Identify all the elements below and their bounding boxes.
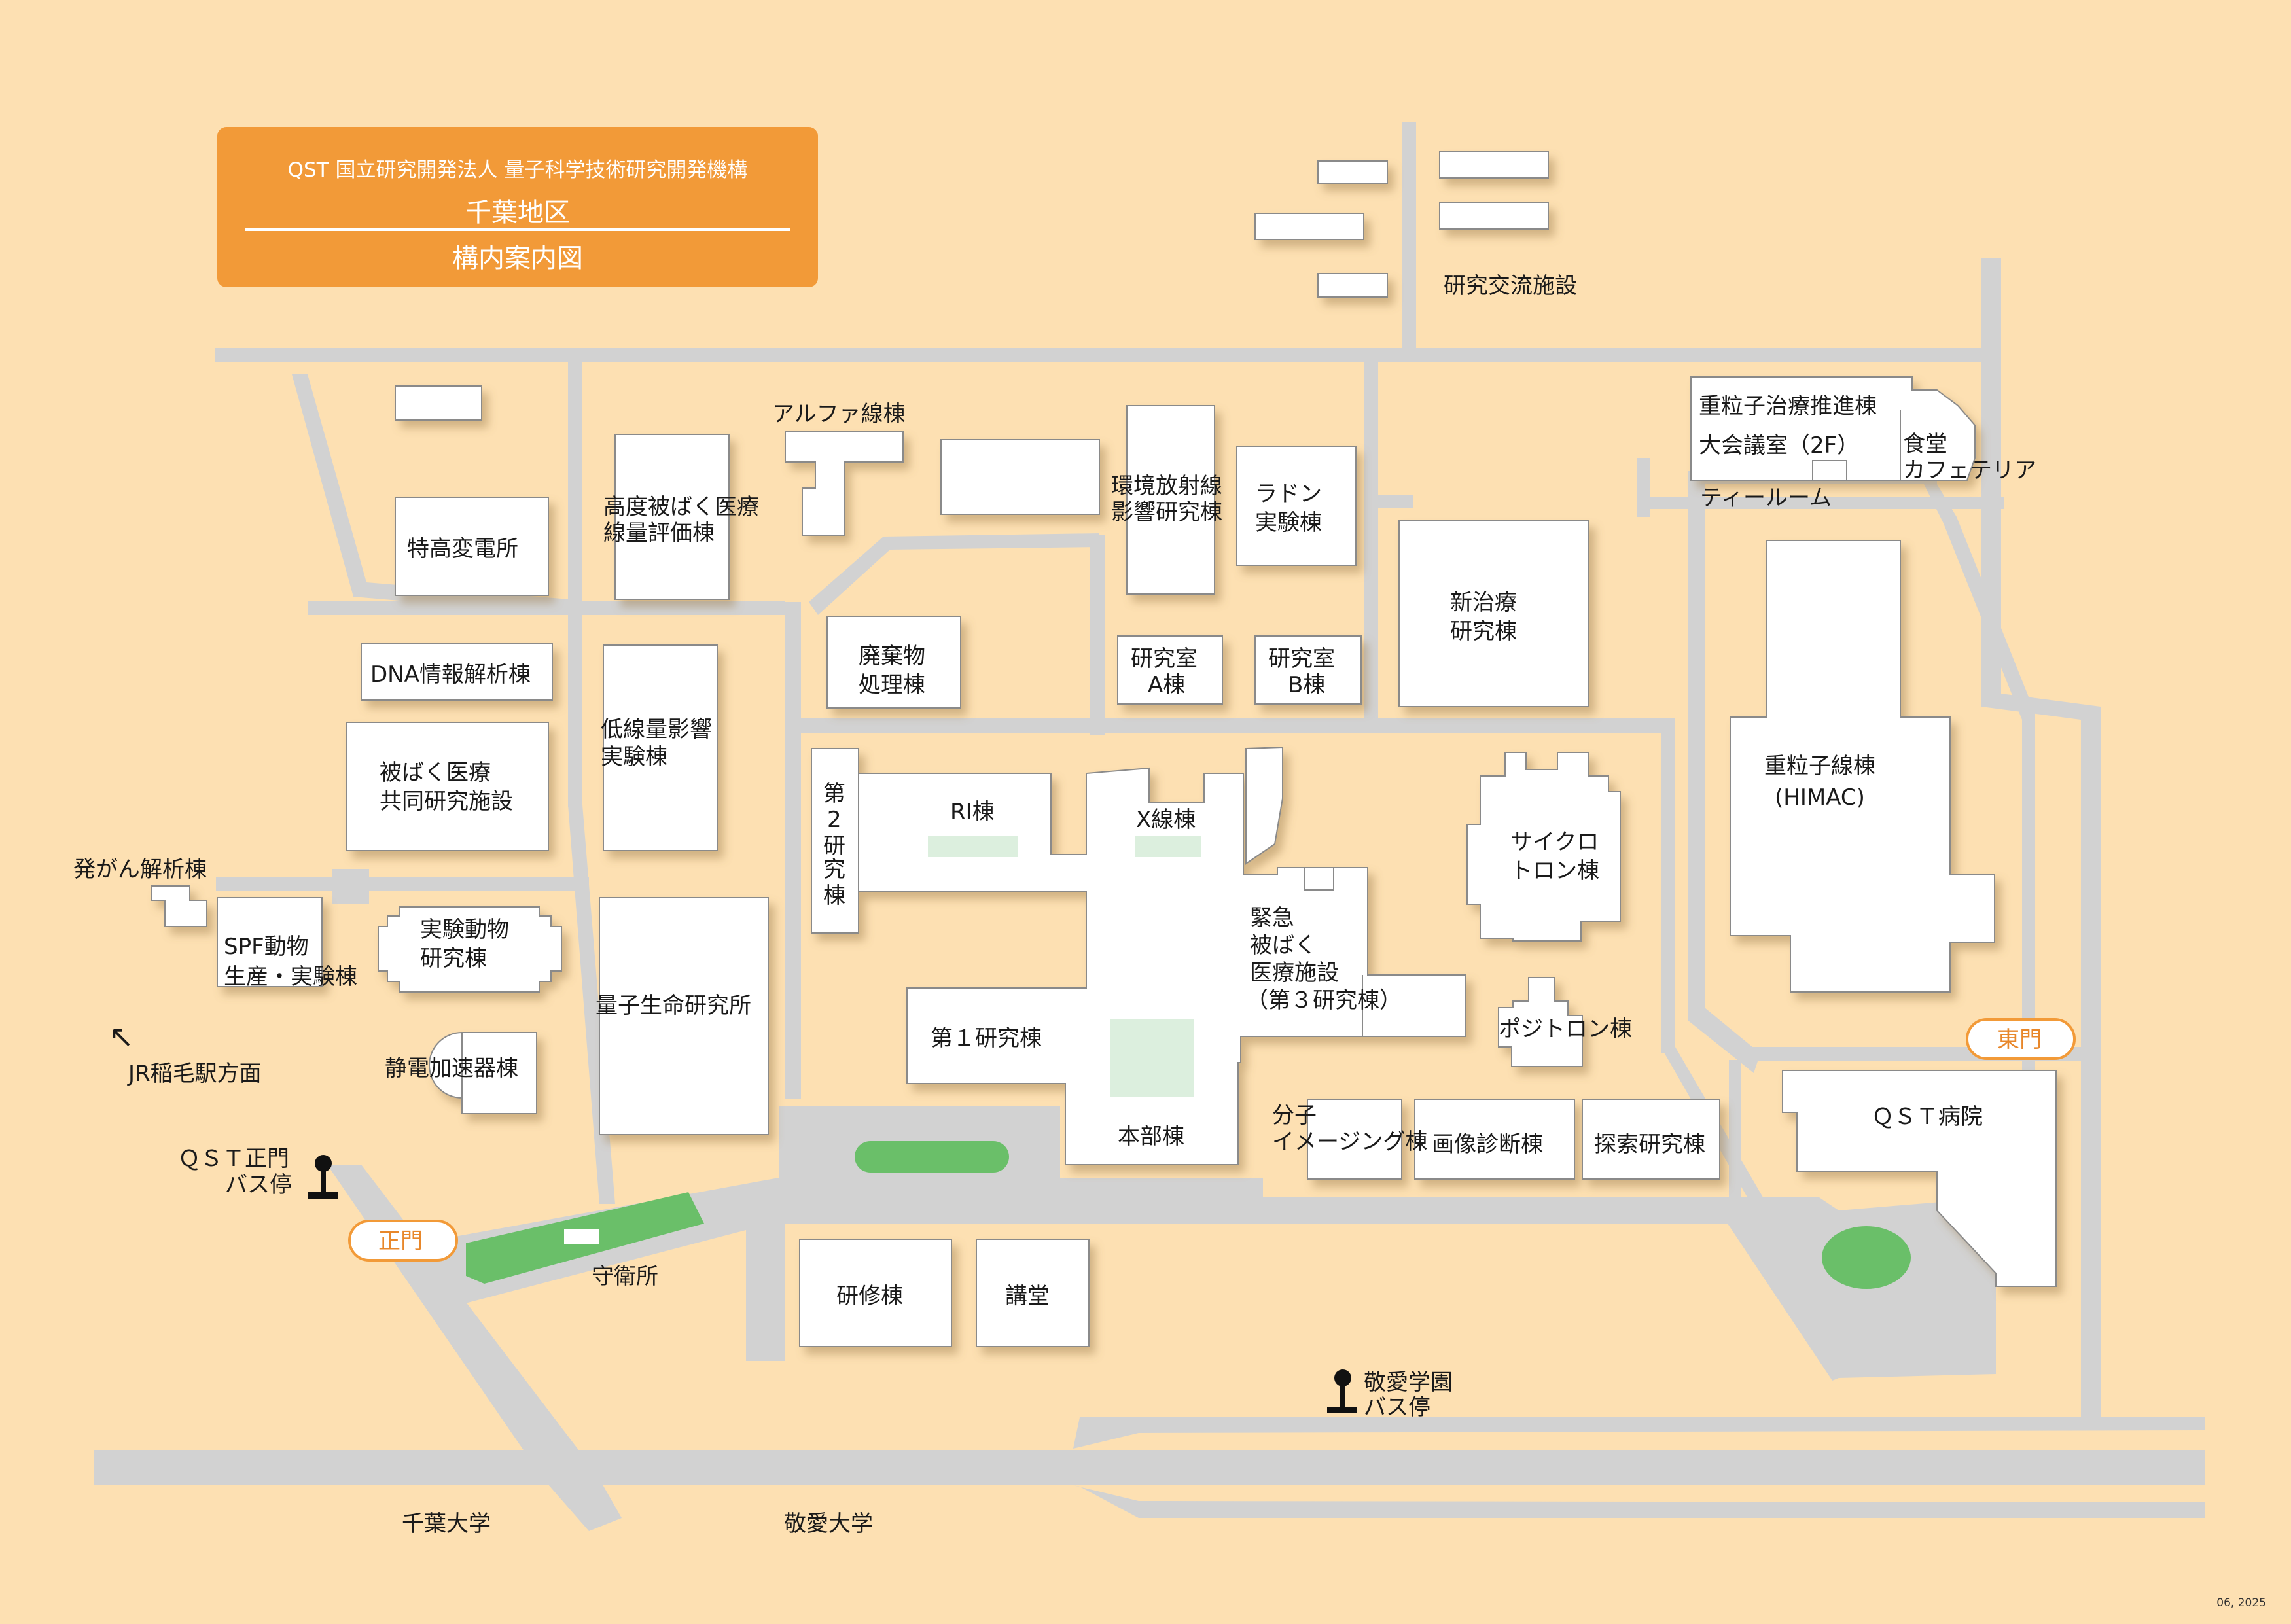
label-bunshi-1: 分子	[1272, 1103, 1317, 1129]
label-jr-arrow: ↖	[109, 1019, 134, 1054]
label-jikken-dobutsu-2: 研究棟	[420, 945, 487, 972]
label-spf-2: 生産・実験棟	[224, 964, 357, 990]
bus-stop-keiai-label-1: 敬愛学園	[1364, 1369, 1453, 1396]
label-kenshu: 研修棟	[836, 1283, 903, 1309]
label-himac-2: (HIMAC)	[1775, 785, 1865, 811]
main-gate: 正門	[348, 1220, 458, 1262]
bus-stop-icon	[308, 1155, 338, 1199]
label-kenA-1: 研究室	[1131, 646, 1198, 672]
district-name: 千葉地区	[465, 198, 570, 228]
bus-stop-icon	[1327, 1369, 1357, 1413]
label-kankyo-1: 環境放射線	[1111, 473, 1222, 499]
label-gazou: 画像診断棟	[1432, 1131, 1543, 1157]
label-dai1: 第１研究棟	[931, 1025, 1042, 1051]
bus-stop-keiai: 敬愛学園 バス停	[1327, 1369, 1453, 1421]
label-bunshi-2: イメージング棟	[1272, 1129, 1427, 1155]
label-teisenryo-1: 低線量影響	[601, 716, 712, 743]
label-kinkyu-4: （第３研究棟）	[1246, 987, 1402, 1014]
buildings	[151, 151, 2057, 1347]
label-positron: ポジトロン棟	[1499, 1016, 1632, 1042]
bus-stop-qst-label-1: ＱＳＴ正門	[178, 1146, 289, 1172]
label-teisenryo-2: 実験棟	[601, 744, 667, 770]
label-xsen: X線棟	[1136, 807, 1196, 833]
label-himac-1: 重粒子線棟	[1764, 753, 1875, 779]
hospital-green	[1822, 1226, 1911, 1289]
label-hibaku-kyodo-2: 共同研究施設	[380, 788, 513, 815]
label-juryushi-suishin: 重粒子治療推進棟	[1699, 393, 1877, 419]
label-kenB-2: B棟	[1288, 672, 1325, 698]
main-gate-badge	[348, 1220, 458, 1262]
label-cyclotron-2: トロン棟	[1510, 858, 1599, 884]
label-cyclotron-1: サイクロ	[1510, 829, 1599, 855]
guardhouse-marker	[564, 1229, 599, 1244]
label-kinkyu-3: 医療施設	[1250, 960, 1339, 986]
label-spf-1: SPF動物	[224, 934, 309, 960]
label-haiki-2: 処理棟	[859, 672, 925, 698]
label-tansaku: 探索研究棟	[1594, 1131, 1705, 1157]
east-gate: 東門	[1966, 1018, 2076, 1060]
main-gate-label: 正門	[378, 1228, 423, 1254]
ri-inner-pad	[928, 836, 1018, 857]
label-alpha: アルファ線棟	[772, 401, 906, 427]
label-chiba-univ: 千葉大学	[402, 1511, 491, 1537]
label-dai2-2: 2	[827, 807, 842, 833]
roads	[94, 122, 2205, 1531]
label-ryoshi-seimei: 量子生命研究所	[595, 993, 751, 1019]
label-kinkyu-1: 緊急	[1250, 905, 1294, 931]
building-labels: 研究交流施設 アルファ線棟 高度被ばく医療 線量評価棟 特高変電所 環境放射線 …	[73, 273, 2036, 1537]
label-shin-chiryo-1: 新治療	[1450, 590, 1517, 616]
label-radon-1: ラドン	[1255, 481, 1322, 507]
label-koudo-1: 高度被ばく医療	[603, 494, 759, 520]
label-dai2-4: 究	[823, 856, 845, 883]
label-jr: JR稲毛駅方面	[127, 1061, 262, 1087]
label-shin-chiryo-2: 研究棟	[1450, 618, 1517, 644]
label-seiden: 静電加速器棟	[385, 1055, 518, 1082]
label-honbu: 本部棟	[1118, 1123, 1184, 1150]
label-ri: RI棟	[950, 799, 995, 825]
organization-name: QST 国立研究開発法人 量子科学技術研究開発機構	[287, 158, 748, 182]
label-dai2-3: 研	[823, 833, 845, 859]
label-haiki-1: 廃棄物	[859, 643, 925, 669]
title-divider	[245, 228, 790, 231]
label-shokudo-2: カフェテリア	[1903, 457, 2036, 484]
east-gate-badge	[1966, 1018, 2076, 1060]
median-green	[855, 1141, 1009, 1173]
label-radon-2: 実験棟	[1255, 510, 1322, 536]
label-hospital: ＱＳＴ病院	[1872, 1104, 1983, 1130]
label-kenkyu-koryu: 研究交流施設	[1444, 273, 1577, 299]
bus-stop-qst-label-2: バス停	[225, 1172, 292, 1198]
version-label: 06, 2025	[2216, 1597, 2266, 1610]
label-jikken-dobutsu-1: 実験動物	[420, 917, 509, 943]
label-kenB-1: 研究室	[1268, 646, 1335, 672]
label-hatsugan: 発がん解析棟	[73, 856, 207, 883]
label-dai2-1: 第	[823, 781, 845, 807]
title-card: QST 国立研究開発法人 量子科学技術研究開発機構 千葉地区 構内案内図	[217, 127, 818, 287]
label-hibaku-kyodo-1: 被ばく医療	[380, 760, 491, 786]
label-shuei: 守衛所	[592, 1263, 658, 1290]
label-dna: DNA情報解析棟	[370, 662, 531, 688]
bus-stop-qst: ＱＳＴ正門 バス停	[178, 1146, 338, 1199]
east-gate-label: 東門	[1997, 1027, 2042, 1053]
label-kinkyu-2: 被ばく	[1250, 932, 1317, 959]
label-kankyo-2: 影響研究棟	[1111, 499, 1222, 525]
label-tea-room: ティールーム	[1700, 485, 1832, 511]
label-daikaigi: 大会議室（2F）	[1699, 432, 1859, 459]
label-shokudo-1: 食堂	[1903, 431, 1947, 457]
label-kenA-2: A棟	[1148, 672, 1185, 698]
bus-stop-keiai-label-2: バス停	[1364, 1394, 1430, 1421]
map-subtitle: 構内案内図	[452, 243, 583, 274]
x-inner-pad	[1135, 836, 1201, 857]
label-dai2-5: 棟	[823, 883, 845, 909]
label-kodo: 講堂	[1005, 1283, 1050, 1309]
dai1-inner-pad	[1110, 1019, 1194, 1097]
label-tokkou: 特高変電所	[407, 536, 518, 562]
label-koudo-2: 線量評価棟	[603, 520, 715, 546]
label-keiai-univ: 敬愛大学	[784, 1511, 873, 1537]
